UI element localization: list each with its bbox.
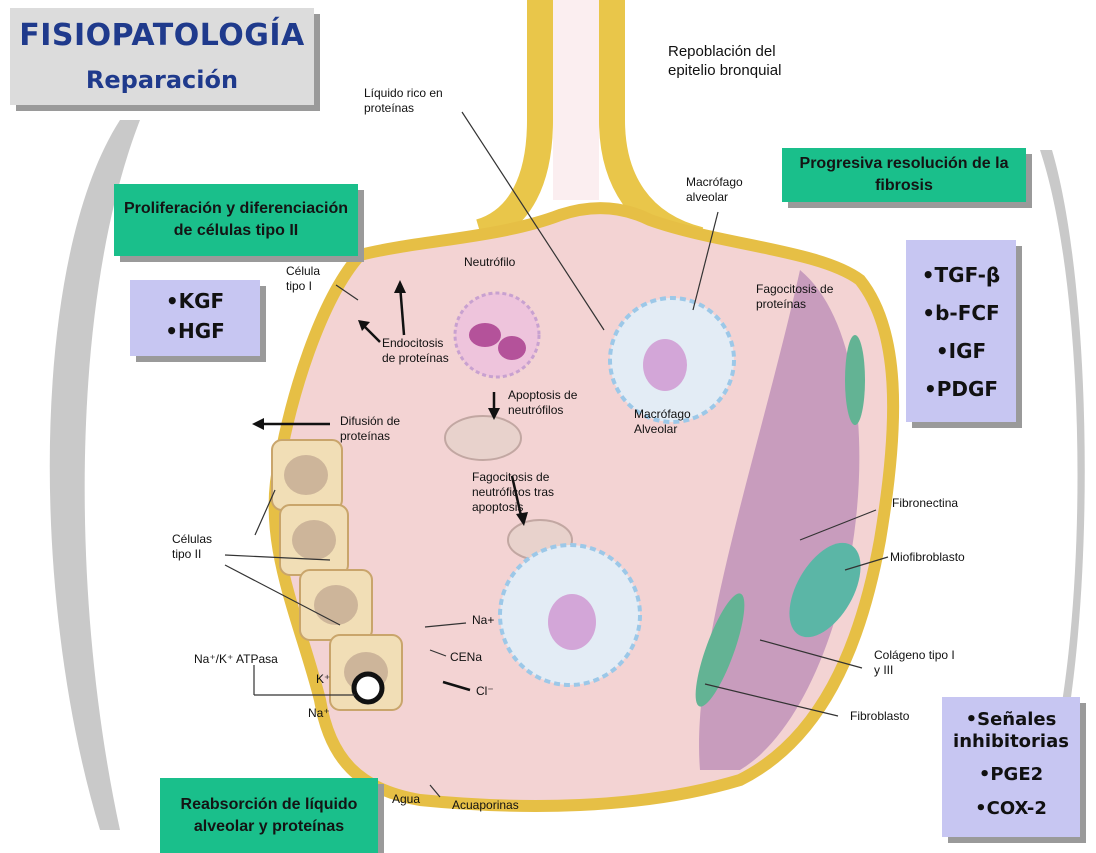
left-factors-box: •KGF •HGF: [130, 280, 260, 356]
title-box: FISIOPATOLOGÍA Reparación: [10, 8, 314, 105]
proliferation-box: Proliferación y diferenciación de célula…: [114, 184, 358, 256]
label-repoblacion: Repoblación del epitelio bronquial: [668, 42, 818, 80]
factor-kgf: •KGF: [130, 286, 260, 316]
label-miofibroblasto: Miofibroblasto: [890, 550, 965, 565]
label-difusion: Difusión de proteínas: [340, 414, 420, 444]
label-acuaporinas: Acuaporinas: [452, 798, 519, 813]
cell-nucleus: [314, 585, 358, 625]
label-macrofago-alveolar: Macrófago alveolar: [686, 175, 758, 205]
cell-nucleus: [284, 455, 328, 495]
label-apoptosis: Apoptosis de neutrófilos: [508, 388, 604, 418]
fibroblast-cell-top: [845, 335, 865, 425]
label-na-plus: Na+: [472, 613, 494, 628]
label-fagocitosis-neutrofilos: Fagocitosis de neutróficos tras apoptosi…: [472, 470, 586, 515]
reabsorption-box: Reabsorción de líquido alveolar y proteí…: [160, 778, 378, 853]
factor-igf: •IGF: [906, 332, 1016, 370]
label-fibroblasto: Fibroblasto: [850, 709, 909, 724]
bottom-right-factors-box: •Señales inhibitorias •PGE2 •COX-2: [942, 697, 1080, 837]
cell-nucleus: [292, 520, 336, 560]
progressive-resolution-text: Progresiva resolución de la fibrosis: [782, 153, 1026, 197]
apoptotic-neutrophil: [445, 416, 521, 460]
label-celula-tipo-i: Célula tipo I: [286, 264, 336, 294]
progressive-resolution-box: Progresiva resolución de la fibrosis: [782, 148, 1026, 202]
na-k-atpase-pump: [354, 674, 382, 702]
bronchiole-left-wall: [480, 0, 540, 232]
label-celulas-tipo-ii: Células tipo II: [172, 532, 232, 562]
proliferation-text: Proliferación y diferenciación de célula…: [114, 198, 358, 242]
reabsorption-text: Reabsorción de líquido alveolar y proteí…: [160, 794, 378, 838]
title-main: FISIOPATOLOGÍA: [10, 18, 314, 53]
bronchiole-lumen: [553, 0, 599, 200]
label-agua: Agua: [392, 792, 420, 807]
label-atpasa: Na⁺/K⁺ ATPasa: [194, 652, 278, 667]
right-factors-box: •TGF-β •b-FCF •IGF •PDGF: [906, 240, 1016, 422]
label-fibronectina: Fibronectina: [892, 496, 958, 511]
label-macrofago-center: Macrófago Alveolar: [634, 407, 714, 437]
factor-bfcf: •b-FCF: [906, 294, 1016, 332]
factor-tgf: •TGF-β: [906, 256, 1016, 294]
title-sub: Reparación: [10, 66, 314, 94]
factor-cox2: •COX-2: [942, 793, 1080, 825]
label-k-plus: K⁺: [316, 672, 330, 687]
label-colageno: Colágeno tipo I y III: [874, 648, 964, 678]
label-cl-minus: Cl⁻: [476, 684, 494, 699]
factor-pdgf: •PDGF: [906, 370, 1016, 408]
label-neutrofilo: Neutrófilo: [464, 255, 515, 270]
label-na-plus-2: Na⁺: [308, 706, 330, 721]
factor-pge2: •PGE2: [942, 757, 1080, 793]
label-liquido: Líquido rico en proteínas: [364, 86, 484, 116]
label-fagocitosis-proteinas: Fagocitosis de proteínas: [756, 282, 868, 312]
label-cena: CENa: [450, 650, 482, 665]
factor-hgf: •HGF: [130, 316, 260, 346]
factor-senales: •Señales inhibitorias: [942, 709, 1080, 753]
label-endocitosis: Endocitosis de proteínas: [382, 336, 454, 366]
